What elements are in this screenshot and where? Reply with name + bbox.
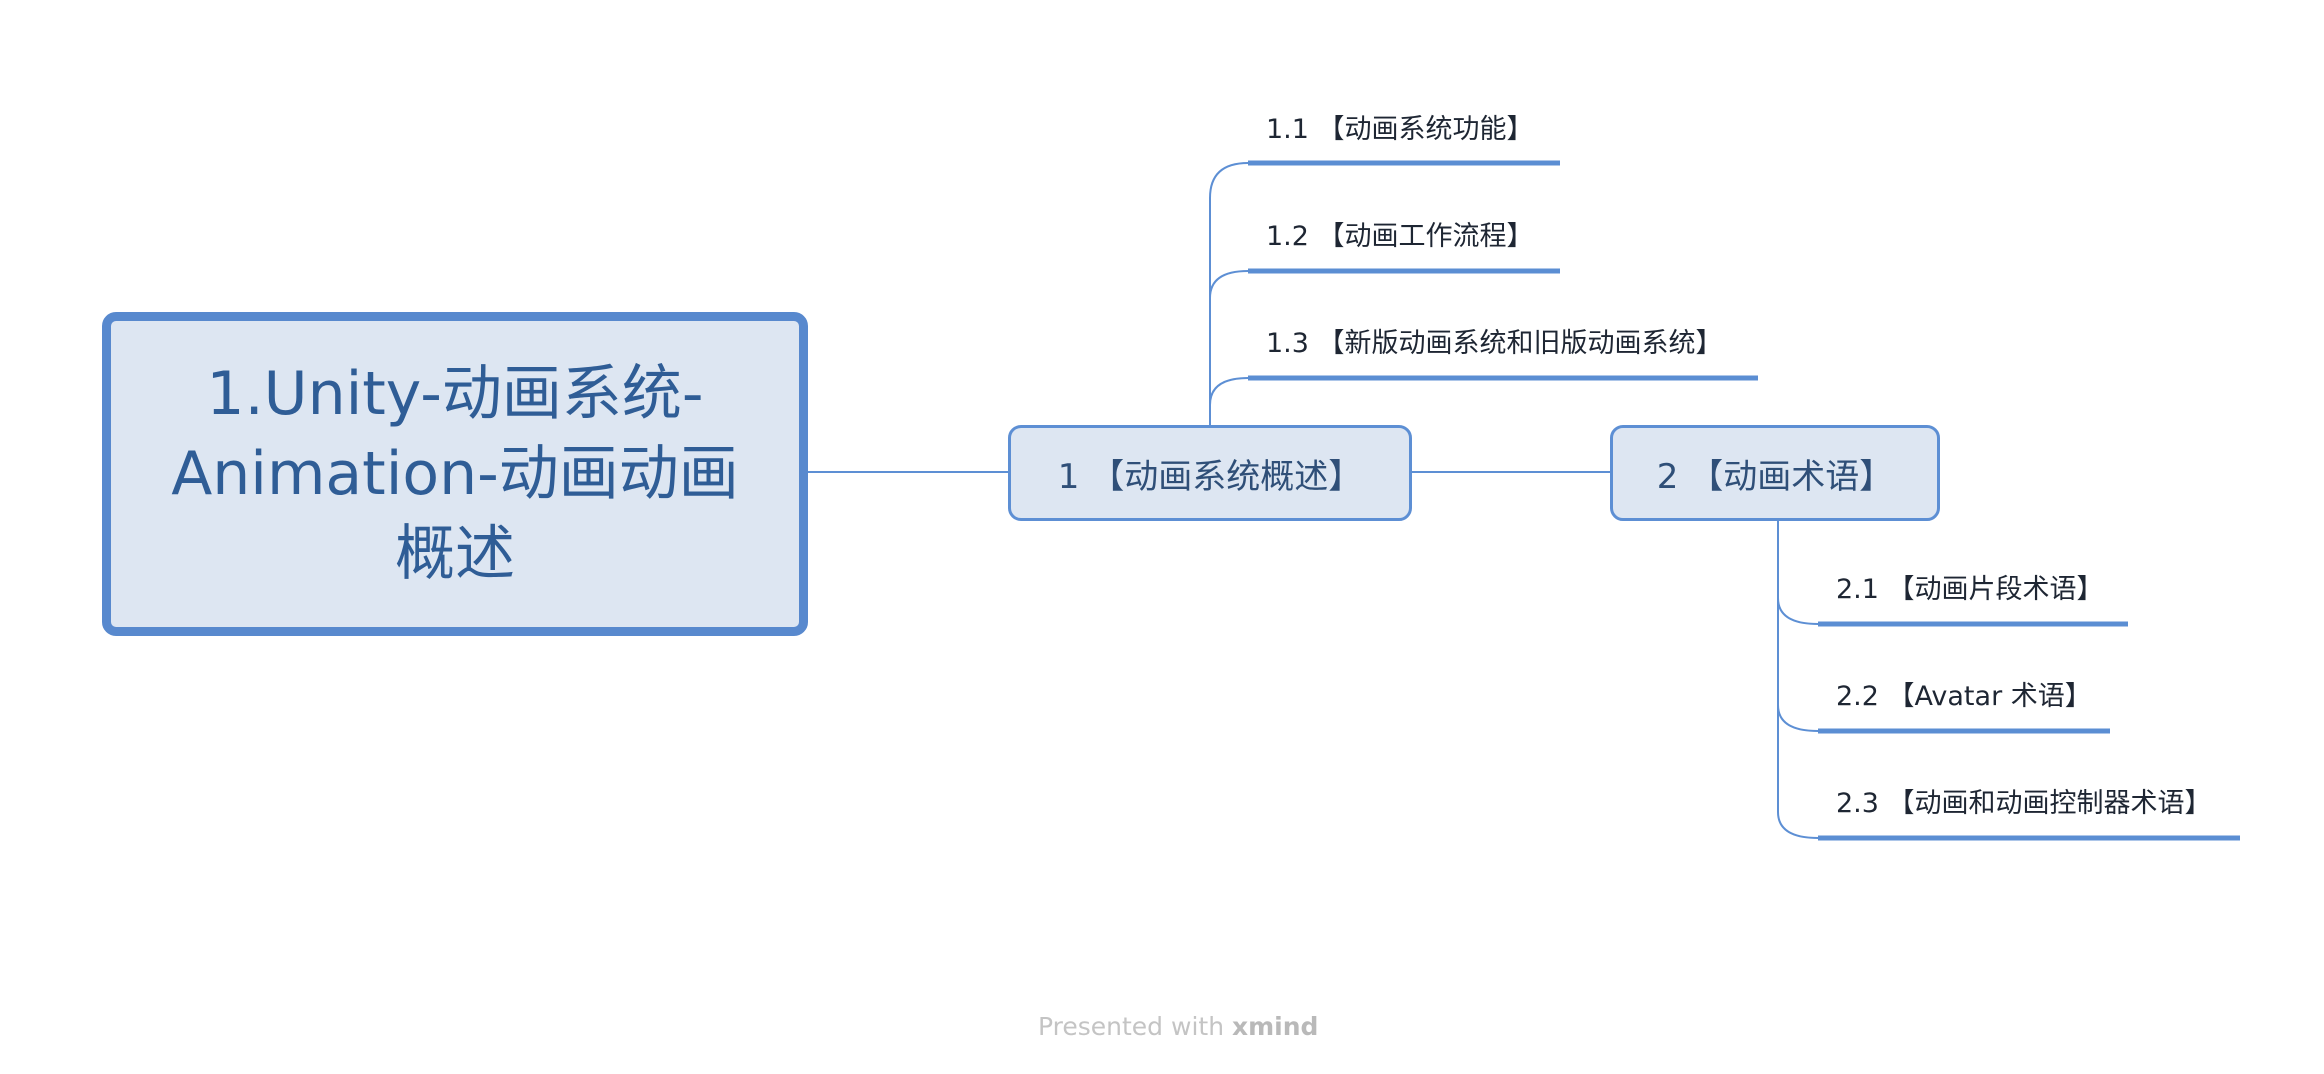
subtopic-2-2[interactable]: 2.2 【Avatar 术语】 xyxy=(1836,681,2092,712)
xmind-logo: xmind xyxy=(1232,1012,1319,1041)
topic-2-label: 2 【动画术语】 xyxy=(1656,456,1894,497)
subtopic-1-2[interactable]: 1.2 【动画工作流程】 xyxy=(1266,221,1534,252)
topic-2[interactable]: 2 【动画术语】 xyxy=(1610,425,1940,521)
connector-topic-2-branch-3 xyxy=(1777,705,1819,839)
topic-1-label: 1 【动画系统概述】 xyxy=(1057,456,1363,497)
connector-topic-2-branch-2 xyxy=(1777,598,1819,732)
root-topic-label: 1.Unity-动画系统-Animation-动画动画概述 xyxy=(171,359,739,589)
connector-topic-1-branch-3 xyxy=(1209,377,1249,406)
connector-topic-2-branch-1 xyxy=(1777,521,1819,625)
root-topic[interactable]: 1.Unity-动画系统-Animation-动画动画概述 xyxy=(102,312,808,636)
subtopic-1-1[interactable]: 1.1 【动画系统功能】 xyxy=(1266,114,1534,145)
subtopic-1-3[interactable]: 1.3 【新版动画系统和旧版动画系统】 xyxy=(1266,328,1723,359)
subtopic-2-1[interactable]: 2.1 【动画片段术语】 xyxy=(1836,574,2104,605)
connector-topic-1-branch-2 xyxy=(1209,270,1249,299)
connector-topic-1-branch-1 xyxy=(1209,162,1249,425)
xmind-watermark: Presented with xmind xyxy=(1038,1012,1318,1041)
subtopic-2-3[interactable]: 2.3 【动画和动画控制器术语】 xyxy=(1836,788,2212,819)
topic-1[interactable]: 1 【动画系统概述】 xyxy=(1008,425,1412,521)
watermark-prefix: Presented with xyxy=(1038,1012,1225,1041)
